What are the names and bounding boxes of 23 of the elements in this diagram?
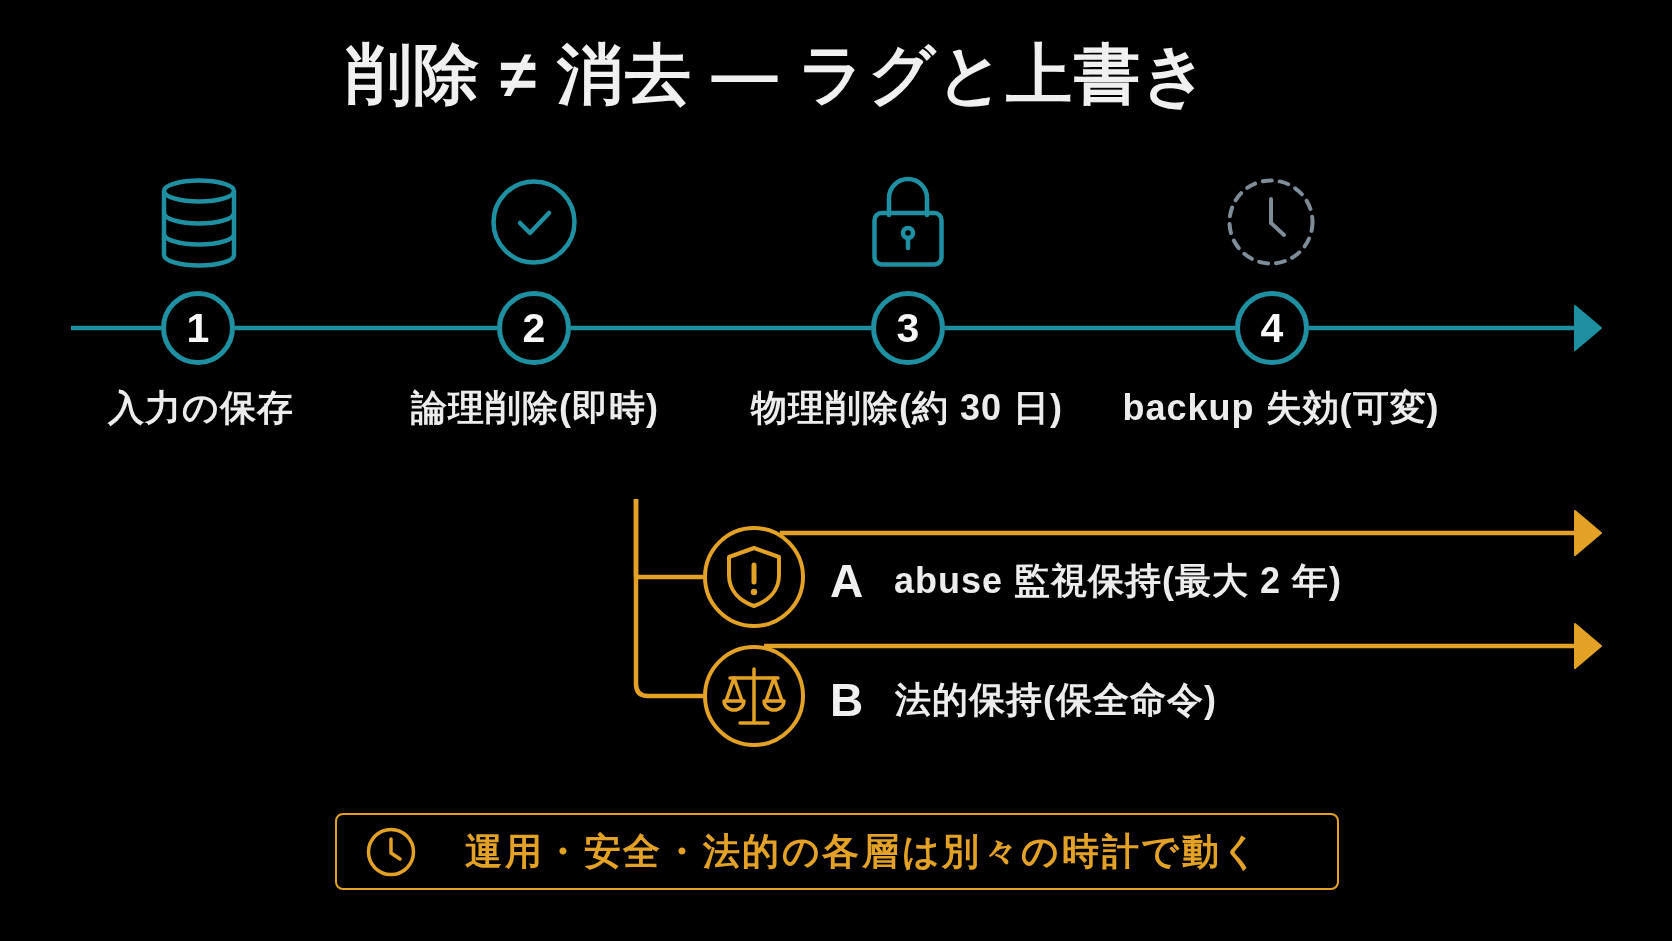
step-label: 入力の保存 xyxy=(108,387,294,429)
title: 削除 ≠ 消去 — ラグと上書き xyxy=(345,37,1211,113)
step-label: 物理削除(約 30 日) xyxy=(751,387,1063,429)
timeline-line xyxy=(71,325,161,331)
step-circle: 3 xyxy=(871,291,945,365)
step-label: backup 失効(可変) xyxy=(1122,387,1440,429)
timeline-arrow xyxy=(1309,305,1602,351)
step-label: 論理削除(即時) xyxy=(411,387,659,429)
step-circle: 4 xyxy=(1235,291,1309,365)
retention-arrow xyxy=(764,623,1602,669)
timeline-line xyxy=(571,325,871,331)
step-circle: 1 xyxy=(161,291,235,365)
note-box xyxy=(335,813,1339,890)
note-text: 運用・安全・法的の各層は別々の時計で動く xyxy=(465,830,1262,873)
retention-label: abuse 監視保持(最大 2 年) xyxy=(894,560,1343,602)
retention-label: 法的保持(保全命令) xyxy=(895,679,1217,721)
timeline-line xyxy=(945,325,1235,331)
letter-label: A xyxy=(830,554,864,608)
branch-line xyxy=(633,499,703,699)
retention-arrow xyxy=(779,510,1602,556)
timeline-line xyxy=(235,325,497,331)
step-circle: 2 xyxy=(497,291,571,365)
letter-label: B xyxy=(830,673,864,727)
